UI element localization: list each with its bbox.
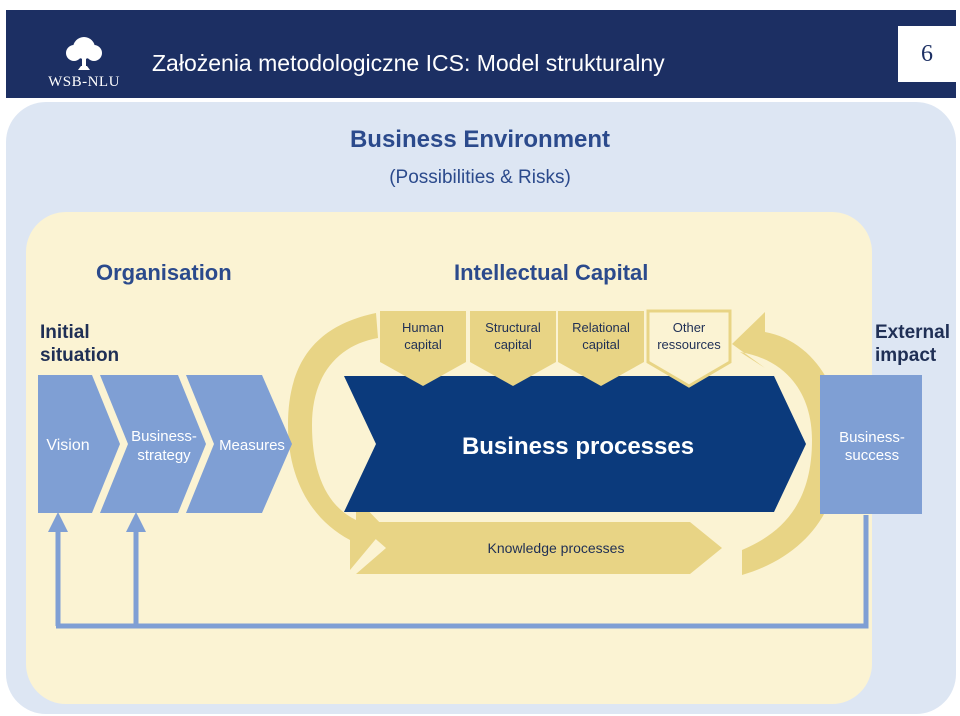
right-loop-arrow xyxy=(732,312,842,575)
env-subtitle: (Possibilities & Risks) xyxy=(389,167,571,188)
logo-text: WSB-NLU xyxy=(48,74,120,90)
capital-human-line1: Human xyxy=(402,320,444,335)
capital-relational-line2: capital xyxy=(582,337,620,352)
capital-relational-line1: Relational xyxy=(572,320,630,335)
capital-human-line2: capital xyxy=(404,337,442,352)
external-impact-line2: impact xyxy=(875,345,937,366)
capital-human: Human capital xyxy=(380,311,466,386)
capital-other: Other ressources xyxy=(646,309,732,388)
capital-structural-line2: capital xyxy=(494,337,532,352)
business-success-line2: success xyxy=(845,447,899,464)
arrow-up-icon xyxy=(48,512,68,532)
external-impact-line1: External xyxy=(875,322,950,343)
env-title: Business Environment xyxy=(350,126,610,153)
business-processes-arrow xyxy=(344,376,806,512)
capital-structural: Structural capital xyxy=(470,311,556,386)
chevron-measures-label: Measures xyxy=(219,437,285,454)
slide-header: WSB-NLU Założenia metodologiczne ICS: Mo… xyxy=(6,10,956,98)
initial-situation-line2: situation xyxy=(40,345,119,366)
capital-other-line1: Other xyxy=(673,320,706,335)
initial-situation-line1: Initial xyxy=(40,322,90,343)
feedback-loop xyxy=(48,512,869,629)
chevron-measures: Measures xyxy=(186,375,292,513)
chevron-vision-label: Vision xyxy=(46,437,89,454)
capital-structural-line1: Structural xyxy=(485,320,541,335)
business-processes-label: Business processes xyxy=(462,433,694,460)
slide-title: Założenia metodologiczne ICS: Model stru… xyxy=(152,50,665,76)
intellectual-capital-label: Intellectual Capital xyxy=(454,260,648,285)
chevron-business-strategy-line2: strategy xyxy=(137,447,191,464)
tree-icon xyxy=(66,37,102,70)
business-success-line1: Business- xyxy=(839,429,905,446)
wsb-nlu-logo: WSB-NLU xyxy=(34,34,134,94)
organisation-label: Organisation xyxy=(96,260,232,285)
arrow-up-icon xyxy=(126,512,146,532)
chevron-business-strategy: Business- strategy xyxy=(100,375,206,513)
capital-other-line2: ressources xyxy=(657,337,721,352)
knowledge-processes-label: Knowledge processes xyxy=(488,540,625,556)
page-number: 6 xyxy=(898,26,956,82)
capital-relational: Relational capital xyxy=(558,311,644,386)
chevron-business-strategy-line1: Business- xyxy=(131,428,197,445)
chevron-vision: Vision xyxy=(38,375,120,513)
business-success-box xyxy=(820,375,922,514)
knowledge-processes-arrow xyxy=(356,522,722,574)
